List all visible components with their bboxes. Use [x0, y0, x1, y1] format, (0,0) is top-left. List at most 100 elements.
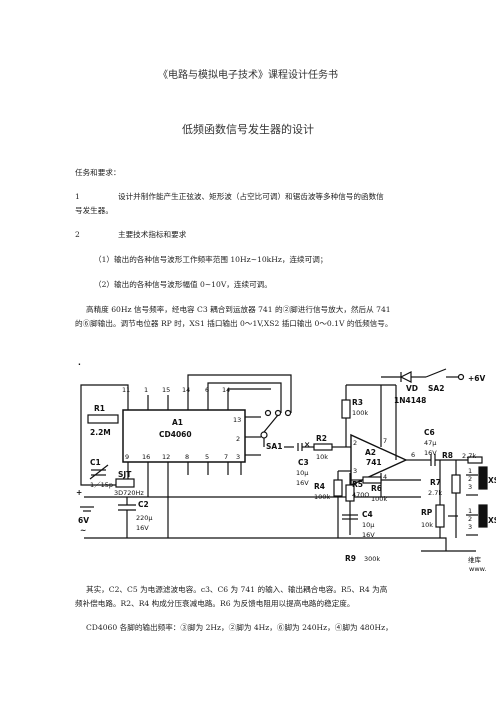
schematic-label: R2: [316, 434, 327, 443]
schematic-label: 3D720Hz: [114, 489, 144, 497]
schematic-label: 10k: [316, 453, 328, 461]
schematic-label: 100k: [314, 493, 330, 501]
schematic-label: XS2: [488, 516, 496, 525]
schematic-label: 2.7k: [462, 452, 476, 460]
schematic-label: R9: [345, 554, 356, 563]
resistor-r8: [467, 456, 483, 464]
schematic-label: C1: [90, 458, 101, 467]
schematic-label: SA1: [266, 442, 282, 451]
schematic-label: 6: [205, 386, 209, 394]
tasks-heading: 任务和要求：: [75, 168, 121, 177]
schematic-label: 8: [185, 453, 189, 461]
schematic-label: 4: [383, 473, 387, 481]
diode-vd: [399, 371, 412, 383]
schematic-label: 16V: [424, 449, 437, 457]
resistor-r5: [345, 484, 355, 502]
schematic-label: 2: [468, 515, 472, 523]
resistor-r6: [362, 476, 382, 484]
schematic-label: 3: [236, 453, 240, 461]
schematic-label: XS1: [488, 476, 496, 485]
schematic-label: VD: [406, 384, 418, 393]
resistor-r7: [451, 474, 461, 494]
schematic-label: 100k: [352, 409, 368, 417]
paragraph-2: 其实，C2、C5 为电源滤波电容。c3、C6 为 741 的输入、输出耦合电容。…: [86, 585, 388, 594]
watermark: 维库: [468, 555, 482, 564]
schematic-label: R7: [430, 478, 441, 487]
schematic-label: R4: [314, 482, 325, 491]
schematic-label: 10μ: [296, 469, 308, 477]
schematic-label: 2: [236, 435, 240, 443]
schematic-label: +6V: [468, 374, 486, 383]
schematic-label: 6: [411, 451, 415, 459]
opamp-741: [350, 433, 408, 487]
course-title: 《电路与模拟电子技术》课程设计任务书: [158, 70, 338, 81]
schematic-label: 16: [142, 453, 150, 461]
schematic-label: C6: [424, 428, 435, 437]
schematic-label: C3: [298, 458, 309, 467]
schematic-label: 3: [468, 483, 472, 491]
schematic-label: RP: [421, 508, 433, 517]
schematic-label: 300k: [364, 555, 380, 563]
schematic-label: 9: [125, 453, 129, 461]
schematic-label: 2: [468, 475, 472, 483]
schematic-label: C2: [138, 500, 149, 509]
schematic-label: 3: [353, 467, 357, 475]
schematic-label: 1: [468, 507, 472, 515]
schematic-label: 3: [468, 523, 472, 531]
resistor-r2: [313, 443, 333, 451]
schematic-label: C4: [362, 510, 373, 519]
design-title: 低频函数信号发生器的设计: [182, 123, 314, 136]
schematic-label: 470Ω: [352, 491, 369, 499]
resistor-r1: [87, 414, 119, 424]
schematic-label: 1: [468, 467, 472, 475]
schematic-label: 16V: [136, 524, 149, 532]
ic-cd4060: [122, 409, 246, 463]
schematic-label: SJT: [118, 470, 132, 479]
ic1-part: CD4060: [159, 430, 192, 439]
requirement-2: （2）输出的各种信号波形幅值 0~10V，连续可调。: [94, 280, 272, 289]
schematic-label: ·: [78, 360, 81, 369]
schematic-label: 47μ: [424, 439, 436, 447]
schematic-label: 2.2M: [90, 428, 111, 437]
schematic-label: 11: [122, 386, 130, 394]
item1-text: 设计并制作能产生正弦波、矩形波（占空比可调）和锯齿波等多种信号的函数信: [118, 192, 384, 201]
schematic-label: 1N4148: [394, 396, 426, 405]
paragraph-2-cont: 频补偿电路。R2、R4 构成分压衰减电路。R6 为反馈电阻用以提高电路的稳定度。: [75, 599, 355, 608]
schematic-label: 10μ: [362, 521, 374, 529]
schematic-label: R1: [94, 404, 105, 413]
schematic-label: +: [76, 488, 82, 497]
schematic-label: 741: [366, 458, 382, 467]
schematic-label: 100k: [371, 495, 387, 503]
schematic-label: R6: [371, 484, 382, 493]
schematic-label: A2: [365, 448, 376, 457]
schematic-label: 10k: [421, 521, 433, 529]
crystal-sjt: [115, 478, 135, 488]
item2-number: 2: [75, 230, 80, 239]
paragraph-1: 高精度 60Hz 信号频率，经电容 C3 耦合到运放器 741 的②脚进行信号放…: [86, 305, 391, 314]
schematic-label: 1／15p: [90, 481, 113, 489]
jack-xs1: [478, 466, 488, 490]
schematic-label: 14: [182, 386, 190, 394]
schematic-label: 15: [162, 386, 170, 394]
schematic-label: 1: [144, 386, 148, 394]
resistor-r3: [341, 399, 351, 419]
jack-xs2: [478, 504, 488, 528]
schematic-label: SA2: [428, 384, 444, 393]
circuit-schematic: 11 1 15 14 6 14 13 2 3 9 16 12 8 5 7 A1 …: [76, 360, 496, 573]
item2-text: 主要技术指标和要求: [118, 230, 187, 239]
schematic-label: R3: [352, 398, 363, 407]
schematic-label: 2: [353, 439, 357, 447]
requirement-1: （1）输出的各种信号波形工作频率范围 10Hz~10kHz，连续可调；: [94, 255, 328, 264]
schematic-label: ×: [304, 440, 310, 449]
schematic-label: 6V: [78, 516, 89, 525]
schematic-label: 16V: [362, 531, 375, 539]
schematic-label: 7: [383, 437, 387, 445]
schematic-label: www.: [469, 565, 486, 573]
resistor-r4: [333, 479, 343, 497]
ic1-label: A1: [172, 418, 183, 427]
item1-text-cont: 号发生器。: [75, 206, 113, 215]
schematic-label: ~: [80, 526, 86, 535]
schematic-label: 220μ: [136, 514, 153, 522]
schematic-label: R8: [442, 451, 453, 460]
schematic-label: 2.7k: [428, 489, 442, 497]
